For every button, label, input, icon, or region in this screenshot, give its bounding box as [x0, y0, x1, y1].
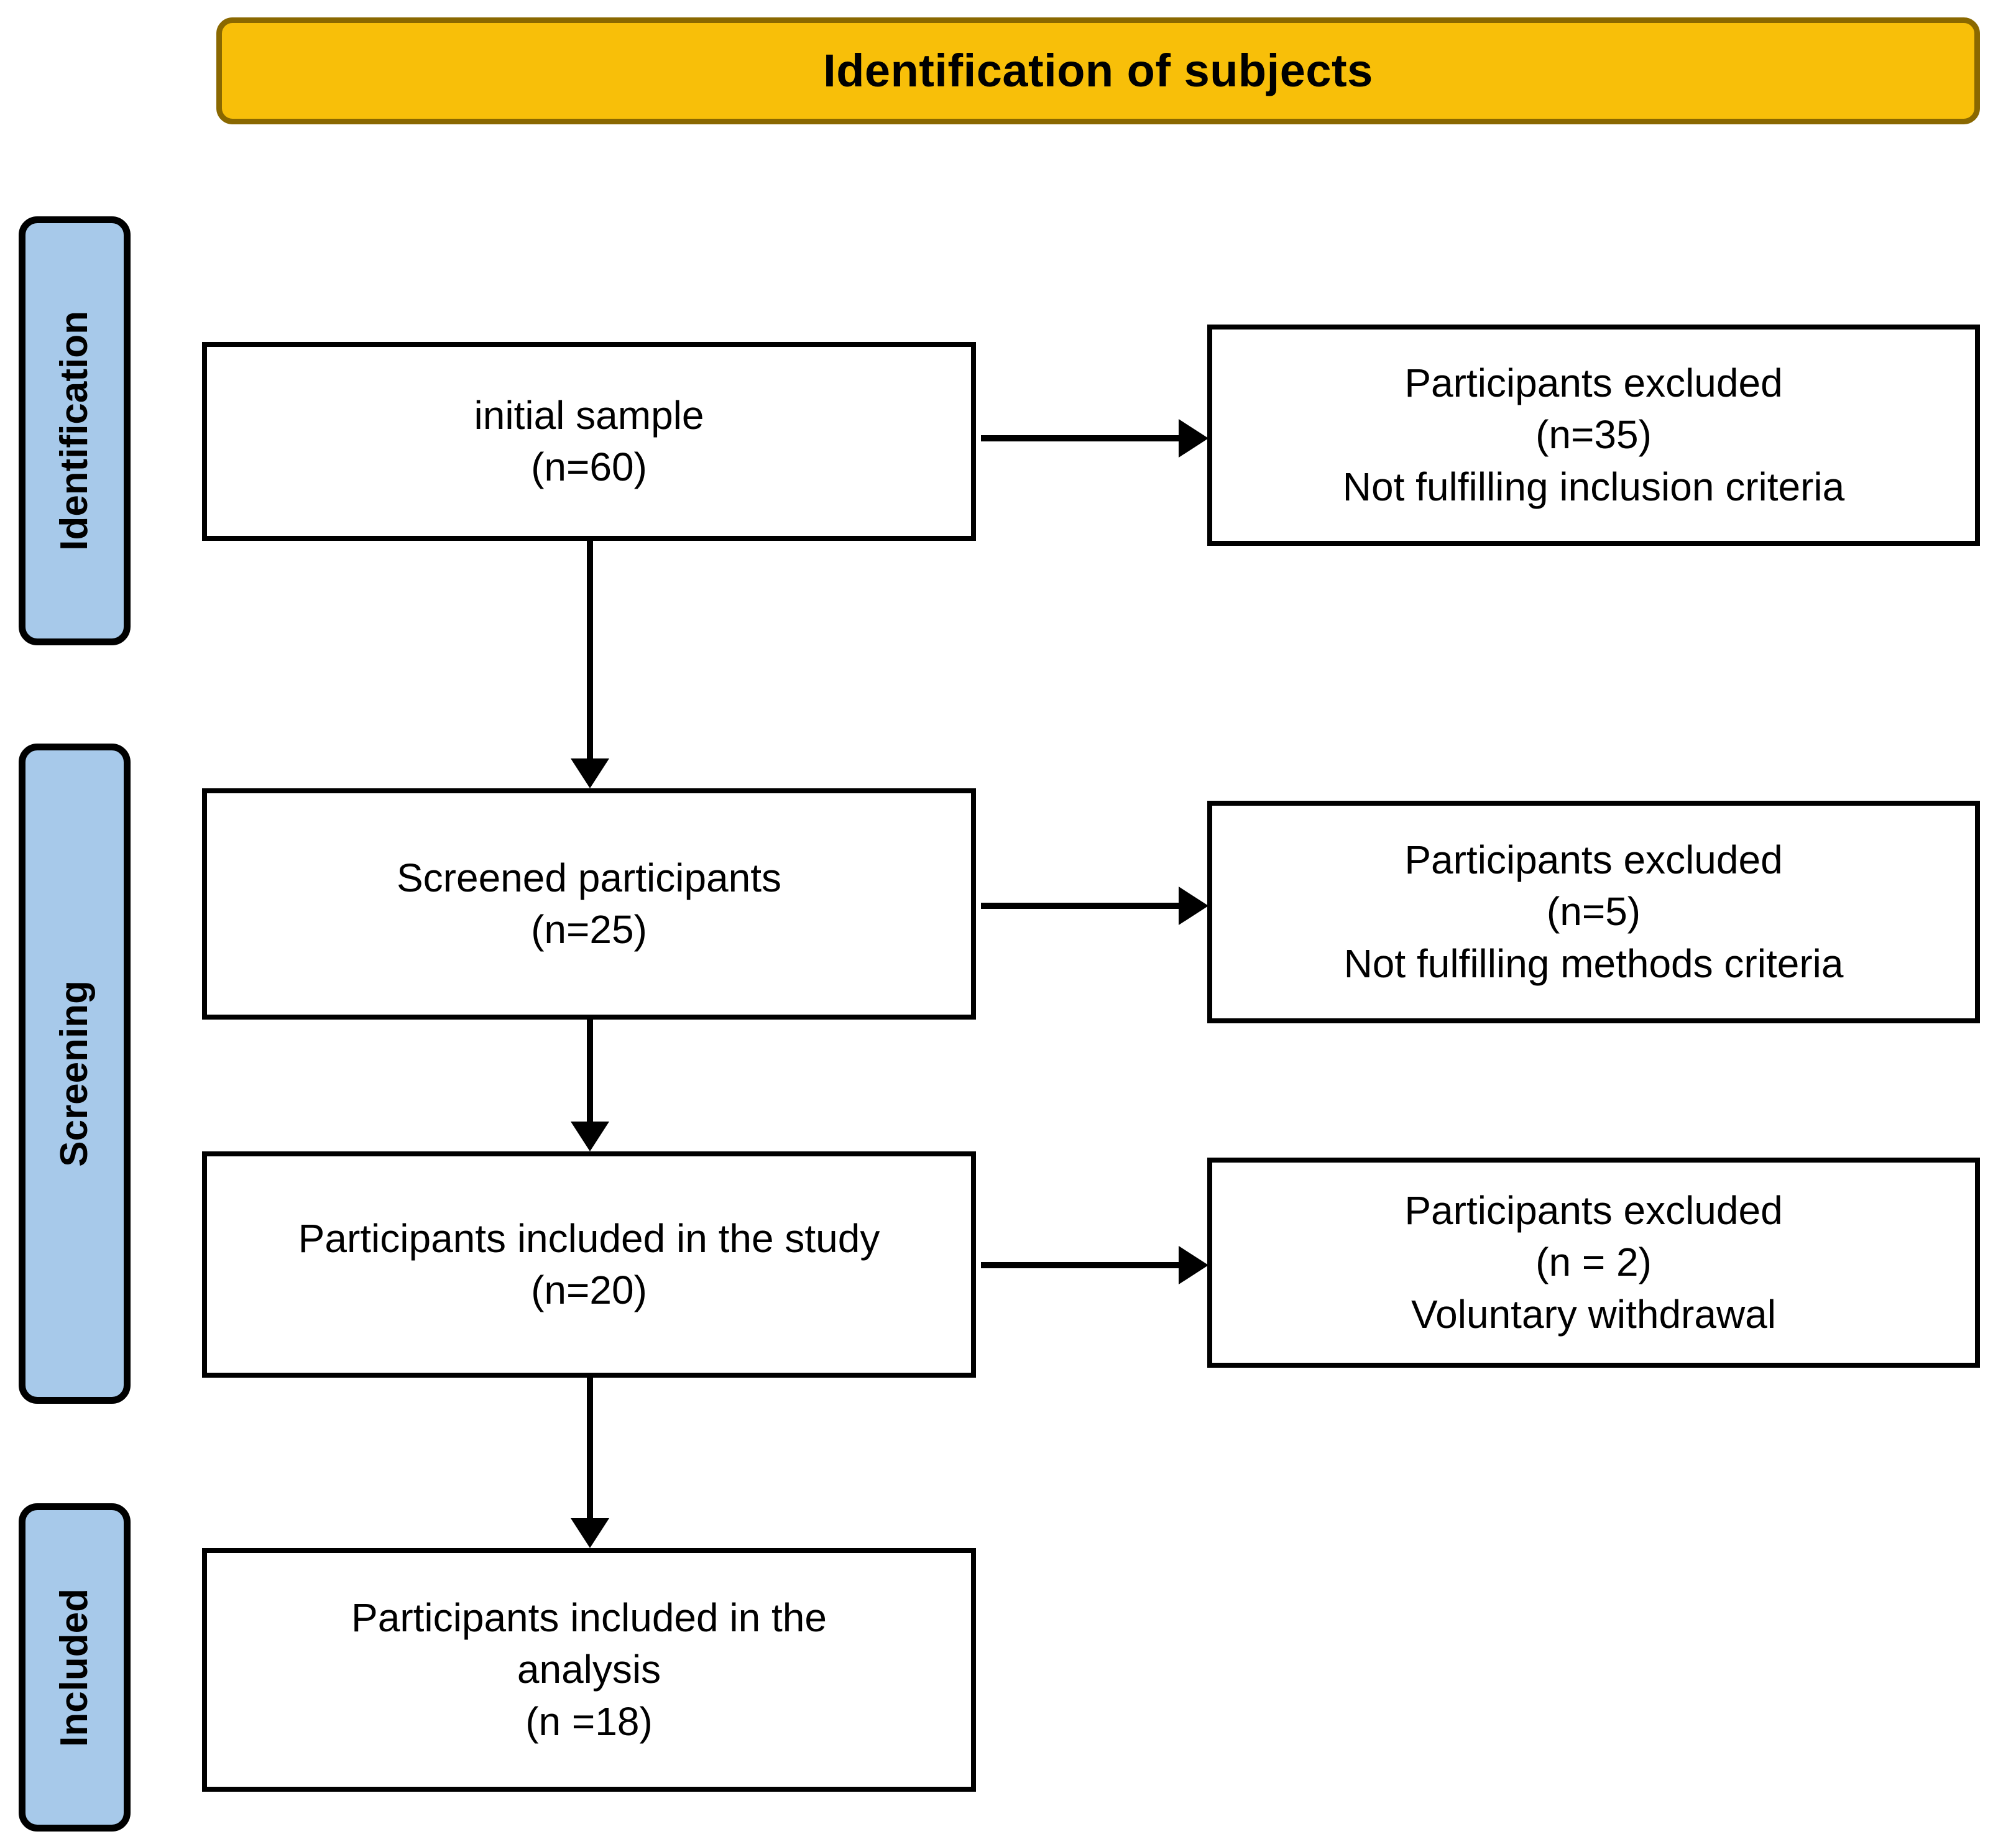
flow-box-excluded-methods-criteria: Participants excluded (n=5) Not fulfilli…: [1207, 801, 1980, 1023]
diagram-title: Identification of subjects: [823, 45, 1373, 96]
arrow-head: [571, 758, 609, 788]
stage-tab-label-identification: Identification: [53, 311, 96, 551]
arrow-shaft: [587, 1020, 593, 1123]
text-line: (n=35): [1535, 412, 1652, 458]
text-line: (n=60): [531, 445, 647, 489]
text-line: (n=20): [531, 1268, 647, 1312]
flow-box-initial-sample: initial sample (n=60): [202, 342, 976, 541]
arrow-shaft: [981, 1262, 1180, 1268]
flow-box-excluded-inclusion-criteria: Participants excluded (n=35) Not fulfill…: [1207, 325, 1980, 546]
arrow-shaft: [981, 435, 1180, 441]
flow-box-screened-text: Screened participants (n=25): [380, 852, 798, 956]
flow-box-excluded-3-text: Participants excluded (n = 2) Voluntary …: [1388, 1185, 1798, 1340]
text-line: analysis: [517, 1647, 661, 1692]
stage-tab-label-screening: Screening: [53, 980, 96, 1167]
flow-box-screened-participants: Screened participants (n=25): [202, 788, 976, 1020]
text-line: Screened participants: [396, 855, 782, 900]
arrow-head: [571, 1518, 609, 1548]
arrow-head: [1179, 419, 1208, 458]
arrow-head: [571, 1122, 609, 1151]
text-line: Not fulfilling methods criteria: [1343, 941, 1844, 986]
stage-tab-screening: Screening: [19, 744, 131, 1404]
arrow-shaft: [587, 541, 593, 760]
flow-box-included-in-study: Participants included in the study (n=20…: [202, 1151, 976, 1378]
arrow-shaft: [981, 903, 1180, 909]
flow-box-initial-sample-text: initial sample (n=60): [458, 390, 720, 493]
text-line: Participants included in the: [351, 1595, 827, 1641]
diagram-header-banner: Identification of subjects: [216, 17, 1980, 124]
text-line: Participants excluded: [1404, 837, 1783, 883]
flow-box-excluded-1-text: Participants excluded (n=35) Not fulfill…: [1327, 357, 1861, 513]
text-line: (n = 2): [1535, 1240, 1652, 1285]
text-line: (n=5): [1546, 889, 1641, 934]
text-line: Participants excluded: [1404, 1188, 1783, 1233]
text-line: (n =18): [525, 1698, 653, 1744]
text-line: Participants excluded: [1404, 361, 1783, 406]
stage-tab-included: Included: [19, 1503, 131, 1832]
flow-box-excluded-voluntary-withdrawal: Participants excluded (n = 2) Voluntary …: [1207, 1158, 1980, 1368]
text-line: Voluntary withdrawal: [1411, 1291, 1776, 1337]
arrow-head: [1179, 887, 1208, 925]
text-line: initial sample: [474, 392, 704, 438]
flow-box-included-in-analysis: Participants included in the analysis (n…: [202, 1548, 976, 1792]
text-line: Participants included in the study: [298, 1215, 880, 1261]
arrow-shaft: [587, 1378, 593, 1519]
flow-box-excluded-2-text: Participants excluded (n=5) Not fulfilli…: [1328, 834, 1860, 990]
text-line: (n=25): [531, 907, 647, 952]
stage-tab-identification: Identification: [19, 216, 131, 645]
arrow-head: [1179, 1246, 1208, 1284]
flow-box-included-analysis-text: Participants included in the analysis (n…: [335, 1592, 843, 1748]
stage-tab-label-included: Included: [53, 1588, 96, 1747]
text-line: Not fulfilling inclusion criteria: [1342, 464, 1845, 509]
flow-box-included-study-text: Participants included in the study (n=20…: [282, 1213, 896, 1316]
